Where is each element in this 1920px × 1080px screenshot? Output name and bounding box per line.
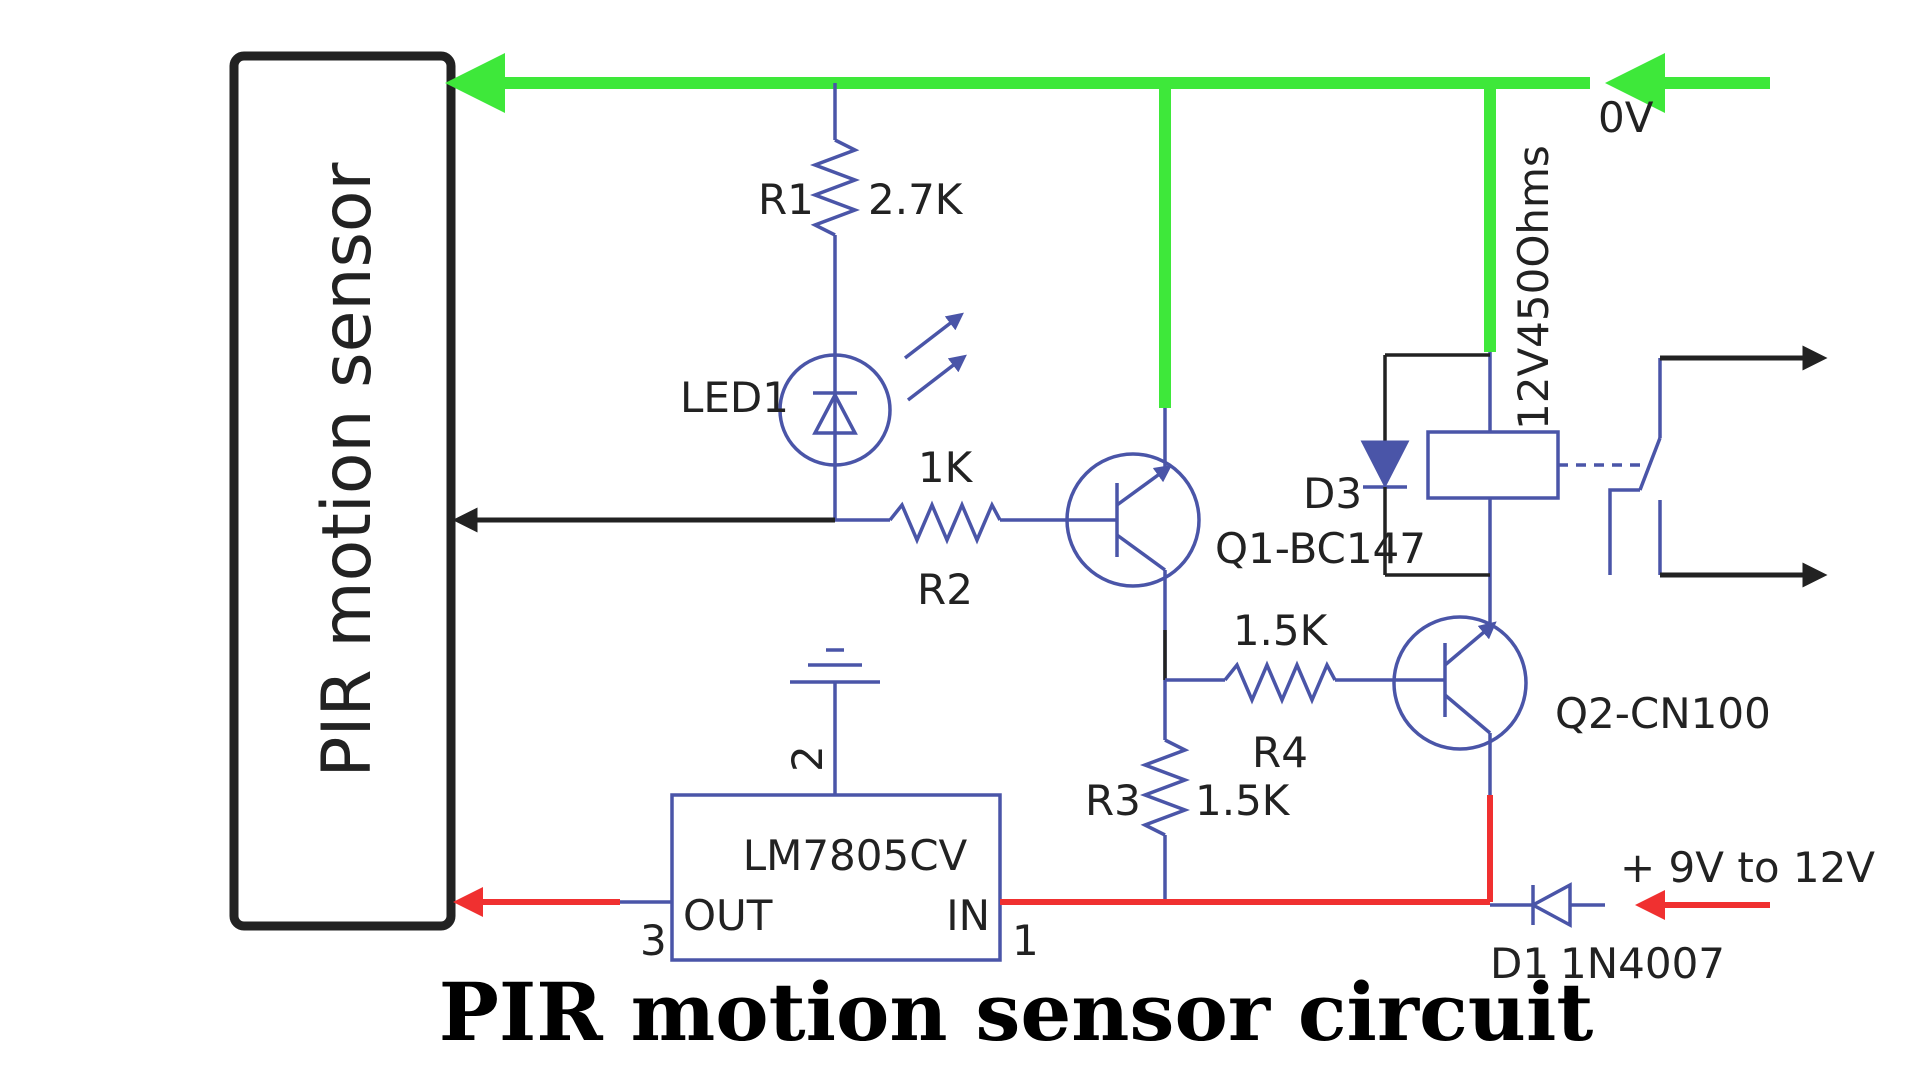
r1-value: 2.7K — [868, 175, 964, 224]
d1-name: D1 — [1490, 939, 1549, 988]
r3-name: R3 — [1085, 776, 1141, 825]
pin3-label: 3 — [640, 916, 667, 965]
led1 — [778, 312, 967, 520]
r4-value: 1.5K — [1233, 606, 1329, 655]
positive-rail — [453, 795, 1770, 920]
diode-d1 — [1490, 882, 1605, 928]
diode-d3 — [1360, 353, 1490, 577]
resistor-r4 — [1223, 660, 1392, 705]
ground-label: 0V — [1598, 93, 1654, 142]
pin1-label: 1 — [1012, 916, 1039, 965]
ground-rail — [445, 53, 1770, 408]
relay-coil — [1426, 352, 1640, 575]
resistor-r3 — [1140, 738, 1190, 902]
transistor-q2 — [1392, 575, 1528, 795]
resistor-r2 — [888, 500, 1065, 545]
q1-emitter-node — [1163, 630, 1225, 740]
supply-label: + 9V to 12V — [1620, 843, 1875, 892]
led1-label: LED1 — [680, 373, 789, 422]
pir-sensor-label: PIR motion sensor — [308, 162, 387, 777]
pin2-label: 2 — [783, 745, 832, 772]
pir-sensor-module: PIR motion sensor — [229, 51, 456, 931]
d1-part: 1N4007 — [1560, 939, 1725, 988]
in-pin-label: IN — [946, 891, 990, 940]
transistor-q1 — [1065, 408, 1201, 680]
q1-label: Q1-BC147 — [1215, 524, 1426, 573]
out-pin-label: OUT — [683, 891, 773, 940]
relay-contacts — [1608, 345, 1828, 588]
d3-label: D3 — [1303, 469, 1362, 518]
r1-name: R1 — [758, 175, 814, 224]
r4-name: R4 — [1252, 728, 1308, 777]
q2-label: Q2-CN100 — [1555, 689, 1771, 738]
r2-value: 1K — [918, 443, 974, 492]
ground-symbol — [790, 648, 880, 795]
r3-value: 1.5K — [1195, 776, 1291, 825]
regulator-label: LM7805CV — [743, 831, 968, 880]
diagram-caption: PIR motion sensor circuit — [439, 965, 1594, 1059]
resistor-r1 — [810, 83, 860, 350]
relay-label: 12V450Ohms — [1509, 145, 1558, 430]
r2-name: R2 — [917, 565, 973, 614]
